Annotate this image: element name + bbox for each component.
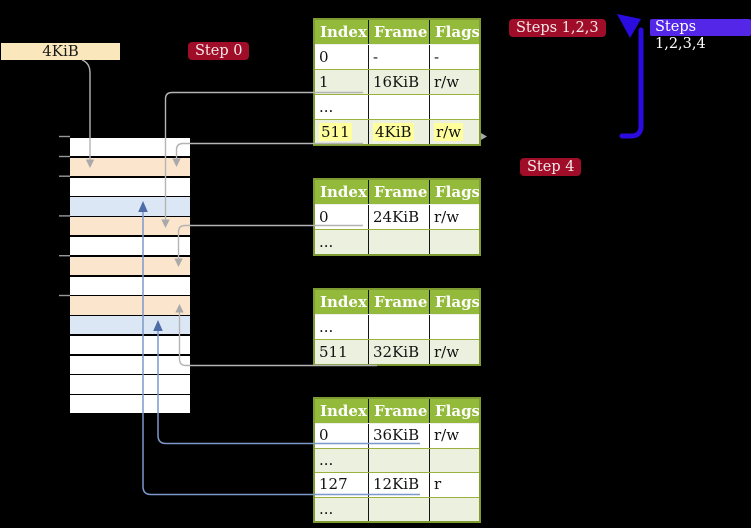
table-row: ...: [315, 447, 479, 472]
index-cell: 511: [315, 340, 368, 364]
memory-frame-8kib: [70, 177, 190, 196]
address-tick-marks: [59, 135, 70, 297]
index-cell: 0: [319, 208, 329, 226]
index-cell: 511: [315, 120, 368, 144]
index-cell: ...: [315, 497, 368, 521]
flags-cell: r/w: [429, 70, 479, 94]
column-header-flags: Flags: [429, 180, 479, 204]
index-cell: ...: [315, 230, 368, 254]
frame-cell: 32KiB: [368, 340, 429, 364]
column-header-index: Index: [315, 180, 368, 204]
page-table-level-2: Index Frame Flags ... 511 32KiB r/w: [313, 288, 481, 366]
table-row: ...: [315, 94, 479, 119]
column-header-frame: Frame: [368, 180, 429, 204]
highlighted-value: 511: [319, 123, 352, 141]
table-row: ...: [315, 315, 479, 339]
frame-cell: 12KiB: [368, 473, 429, 497]
table-row: 511 32KiB r/w: [315, 339, 479, 364]
memory-frame-40kib: [70, 335, 190, 355]
flags-cell: r/w: [429, 120, 479, 144]
flags-cell: [429, 230, 479, 254]
step-4-label: Step 4: [520, 158, 582, 176]
flags-cell: r: [429, 473, 479, 497]
column-header-index: Index: [315, 20, 368, 44]
index-cell: ...: [319, 318, 334, 336]
memory-frame-16kib: [70, 217, 190, 236]
arrowhead-up-left-icon: [617, 14, 641, 38]
memory-frame-48kib: [70, 375, 190, 394]
flags-cell: [429, 497, 479, 521]
flags-cell: [429, 315, 479, 339]
memory-frame-52kib: [70, 395, 190, 414]
page-table-level-1: Index Frame Flags 0 36KiB r/w ... 127 12…: [313, 397, 481, 523]
column-header-index: Index: [315, 399, 368, 423]
table-row: 1 16KiB r/w: [315, 69, 479, 94]
column-header-frame: Frame: [368, 399, 429, 423]
frame-cell: [368, 315, 429, 339]
memory-frame-36kib: [70, 316, 190, 335]
index-cell: 1: [315, 70, 368, 94]
frame-cell: -: [368, 45, 429, 69]
frame-cell: 16KiB: [368, 70, 429, 94]
frame-cell: 4KiB: [368, 120, 429, 144]
column-header-flags: Flags: [429, 290, 479, 314]
frame-cell: [368, 497, 429, 521]
column-header-flags: Flags: [429, 20, 479, 44]
memory-frame-32kib: [70, 296, 190, 315]
steps-1-2-3-4-label: Steps 1,2,3,4: [650, 19, 751, 52]
table-row: 0 24KiB r/w: [315, 205, 479, 229]
index-cell: 0: [319, 48, 329, 66]
memory-frame-24kib: [70, 256, 190, 275]
index-cell: ...: [319, 98, 334, 116]
flags-cell: r/w: [429, 424, 479, 448]
steps-1-2-3-label: Steps 1,2,3: [509, 19, 606, 37]
frame-cell: [368, 230, 429, 254]
column-header-frame: Frame: [368, 20, 429, 44]
index-cell: 0: [319, 426, 329, 444]
steps-loop-arrow: [619, 27, 644, 139]
memory-frame-20kib: [70, 236, 190, 256]
arrowhead-right-icon: [481, 133, 487, 140]
frame-cell: 24KiB: [368, 205, 429, 229]
frame-cell: [368, 95, 429, 119]
memory-frame-0kib: [70, 138, 190, 157]
memory-frame-44kib: [70, 355, 190, 374]
column-header-frame: Frame: [368, 290, 429, 314]
column-header-index: Index: [315, 290, 368, 314]
flags-cell: r/w: [429, 340, 479, 364]
frame-cell: [368, 448, 429, 472]
highlighted-value: r/w: [434, 123, 464, 141]
frame-size-label: 4KiB: [1, 43, 120, 60]
memory-frame-12kib: [70, 197, 190, 216]
page-table-level-4: Index Frame Flags 0 - - 1 16KiB r/w ... …: [313, 18, 481, 146]
index-cell: 127: [319, 475, 348, 493]
table-row: ...: [315, 496, 479, 521]
page-table-level-3: Index Frame Flags 0 24KiB r/w ...: [313, 178, 481, 256]
highlighted-value: 4KiB: [373, 123, 414, 141]
table-row: 0 36KiB r/w: [315, 424, 479, 448]
flags-cell: [429, 95, 479, 119]
table-row: 0 - -: [315, 45, 479, 69]
memory-frame-28kib: [70, 276, 190, 295]
table-row-highlighted: 511 4KiB r/w: [315, 119, 479, 144]
column-header-flags: Flags: [429, 399, 479, 423]
memory-frame-4kib: [70, 157, 190, 177]
table-row: 127 12KiB r: [315, 472, 479, 497]
frame-cell: 36KiB: [368, 424, 429, 448]
index-cell: ...: [315, 448, 368, 472]
flags-cell: -: [429, 45, 479, 69]
flags-cell: r/w: [429, 205, 479, 229]
table-row: ...: [315, 229, 479, 254]
flags-cell: [429, 448, 479, 472]
step-0-label: Step 0: [188, 42, 250, 60]
